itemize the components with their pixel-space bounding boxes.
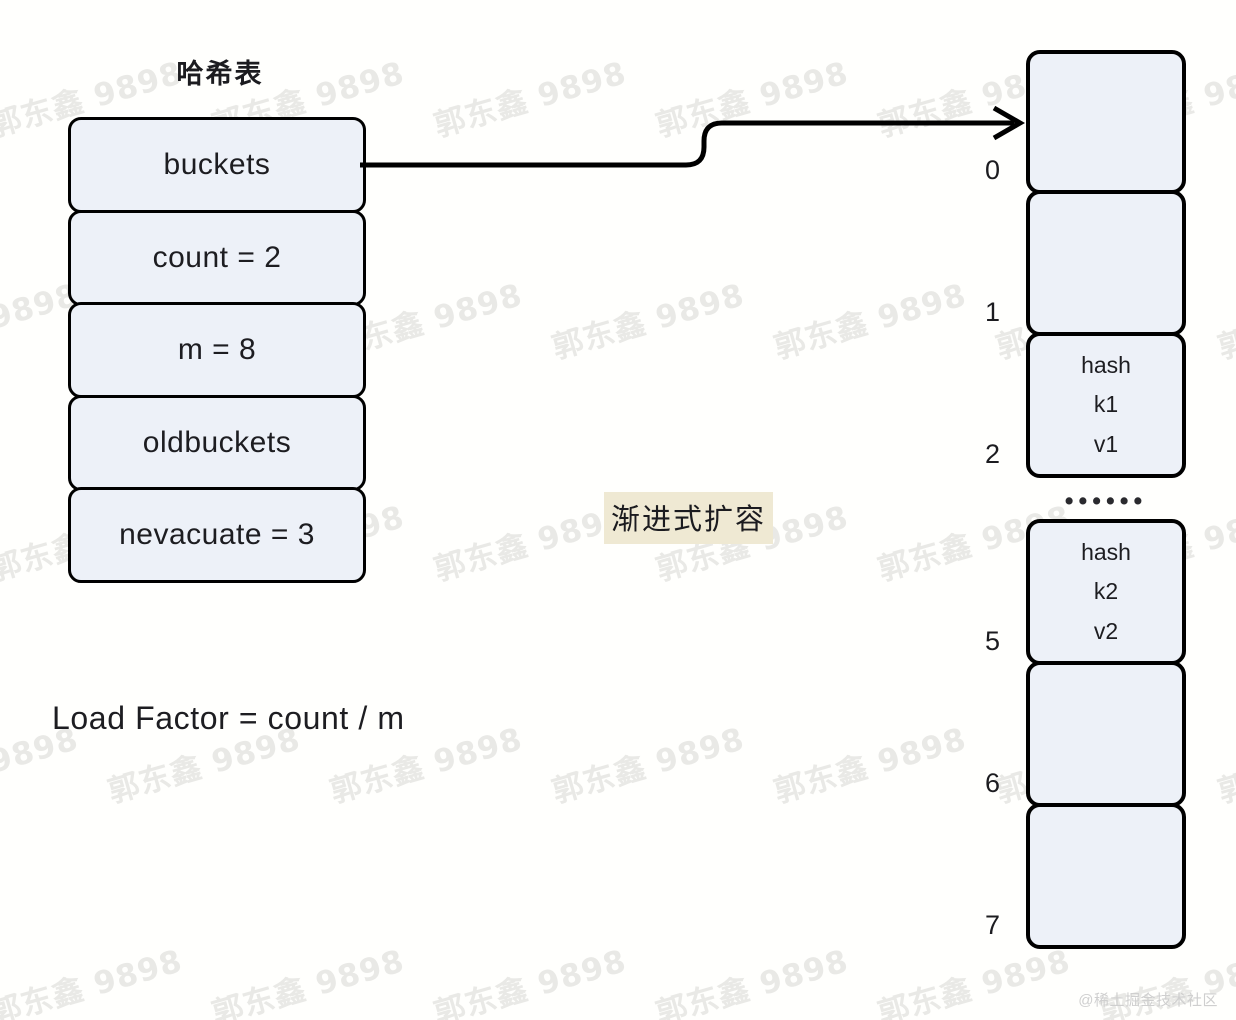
bucket-index-label: 2 <box>984 439 1000 469</box>
bucket-cell-0[interactable]: 0 <box>985 50 1186 194</box>
bucket-entry-key: k2 <box>1093 578 1119 605</box>
bucket-index-label: 1 <box>984 297 1000 327</box>
struct-field-buckets[interactable]: buckets <box>68 117 366 213</box>
struct-field-nevacuate[interactable]: nevacuate = 3 <box>68 487 366 583</box>
struct-field-label: oldbuckets <box>142 425 292 459</box>
load-factor-formula: Load Factor = count / m <box>52 700 405 736</box>
struct-field-count[interactable]: count = 2 <box>68 209 366 306</box>
bucket-gap-ellipsis: •••••• <box>1064 486 1148 515</box>
bucket-cell-5[interactable]: 5 hash k2 v2 <box>985 519 1186 665</box>
site-credit-watermark: @稀土掘金技术社区 <box>1078 992 1218 1009</box>
struct-field-label: nevacuate = 3 <box>119 518 315 551</box>
bucket-cell-7[interactable]: 7 <box>985 803 1186 949</box>
bucket-entry-hash: hash <box>1081 351 1131 378</box>
bucket-cell-6[interactable]: 6 <box>985 661 1186 807</box>
bucket-entry-key: k1 <box>1093 391 1119 418</box>
bucket-entry-value: v2 <box>1093 617 1119 644</box>
bucket-cell-2[interactable]: 2 hash k1 v1 <box>985 332 1186 478</box>
struct-field-oldbuckets[interactable]: oldbuckets <box>68 394 366 491</box>
struct-field-label: count = 2 <box>152 240 282 274</box>
progressive-rehash-label: 渐进式扩容 <box>604 492 774 544</box>
bucket-cell-1[interactable]: 1 <box>985 190 1186 336</box>
bucket-array: 0 1 2 hash k1 v1 •••••• 5 hash k2 v2 6 <box>985 50 1186 949</box>
hash-table-struct: buckets count = 2 m = 8 oldbuckets nevac… <box>68 117 366 583</box>
bucket-entry-hash: hash <box>1081 538 1131 565</box>
connector-line <box>360 120 1015 168</box>
arrow-head-icon <box>992 105 1026 141</box>
bucket-index-label: 0 <box>984 155 1000 185</box>
bucket-entry-value: v1 <box>1093 430 1119 457</box>
hash-table-title: 哈希表 <box>176 59 264 89</box>
struct-field-label: buckets <box>163 148 271 181</box>
bucket-index-label: 6 <box>984 768 1000 798</box>
struct-field-m[interactable]: m = 8 <box>68 302 366 398</box>
buckets-to-array-arrow <box>360 105 1026 168</box>
struct-field-label: m = 8 <box>177 333 257 366</box>
bucket-index-label: 7 <box>984 910 1000 940</box>
bucket-index-label: 5 <box>984 626 1000 656</box>
